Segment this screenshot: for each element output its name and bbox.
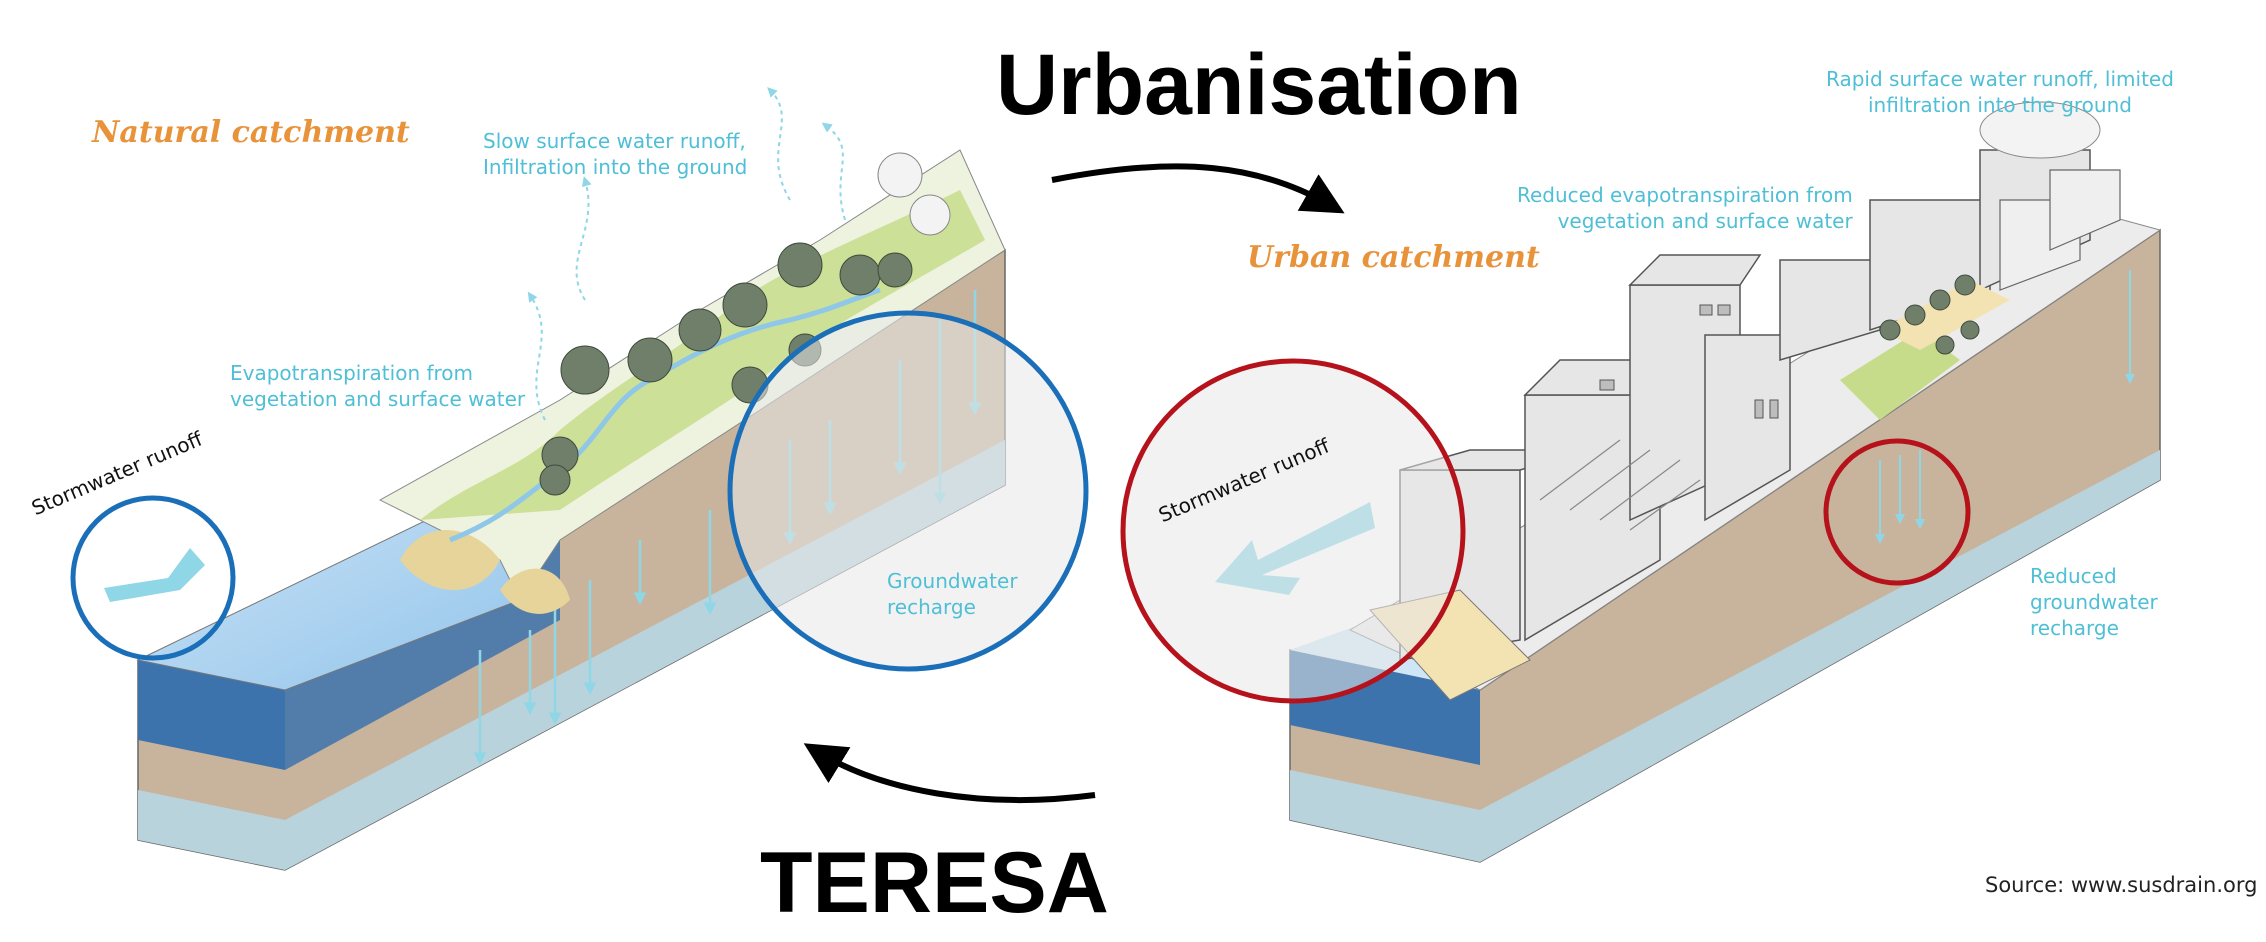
groundwater-recharge-label: Groundwater recharge bbox=[887, 569, 1018, 619]
urban-catchment-heading: Urban catchment bbox=[1247, 240, 1540, 275]
evapotranspiration-label: Evapotranspiration from vegetation and s… bbox=[230, 361, 526, 411]
slow-runoff-label: Slow surface water runoff, Infiltration … bbox=[483, 129, 748, 179]
teresa-arrow bbox=[803, 743, 1096, 804]
source-credit: Source: www.susdrain.org bbox=[1985, 873, 2258, 897]
reduced-evapotranspiration-label: Reduced evapotranspiration from vegetati… bbox=[1517, 183, 1853, 233]
urban-stormwater-circle bbox=[1120, 358, 1466, 704]
natural-stormwater-circle bbox=[70, 495, 236, 661]
reduced-groundwater-label: Reduced groundwater recharge bbox=[2030, 564, 2158, 640]
reduced-recharge-circle bbox=[1823, 438, 1971, 586]
teresa-label: TERESA bbox=[760, 835, 1109, 931]
urbanisation-title: Urbanisation bbox=[996, 37, 1522, 133]
natural-stormwater-arrow bbox=[104, 548, 205, 602]
urbanisation-arrow bbox=[1051, 163, 1345, 214]
urban-catchment-block bbox=[1289, 101, 2162, 863]
groundwater-recharge-circle bbox=[727, 310, 1089, 672]
natural-catchment-heading: Natural catchment bbox=[92, 115, 410, 150]
rapid-runoff-label: Rapid surface water runoff, limited infi… bbox=[1826, 67, 2174, 117]
